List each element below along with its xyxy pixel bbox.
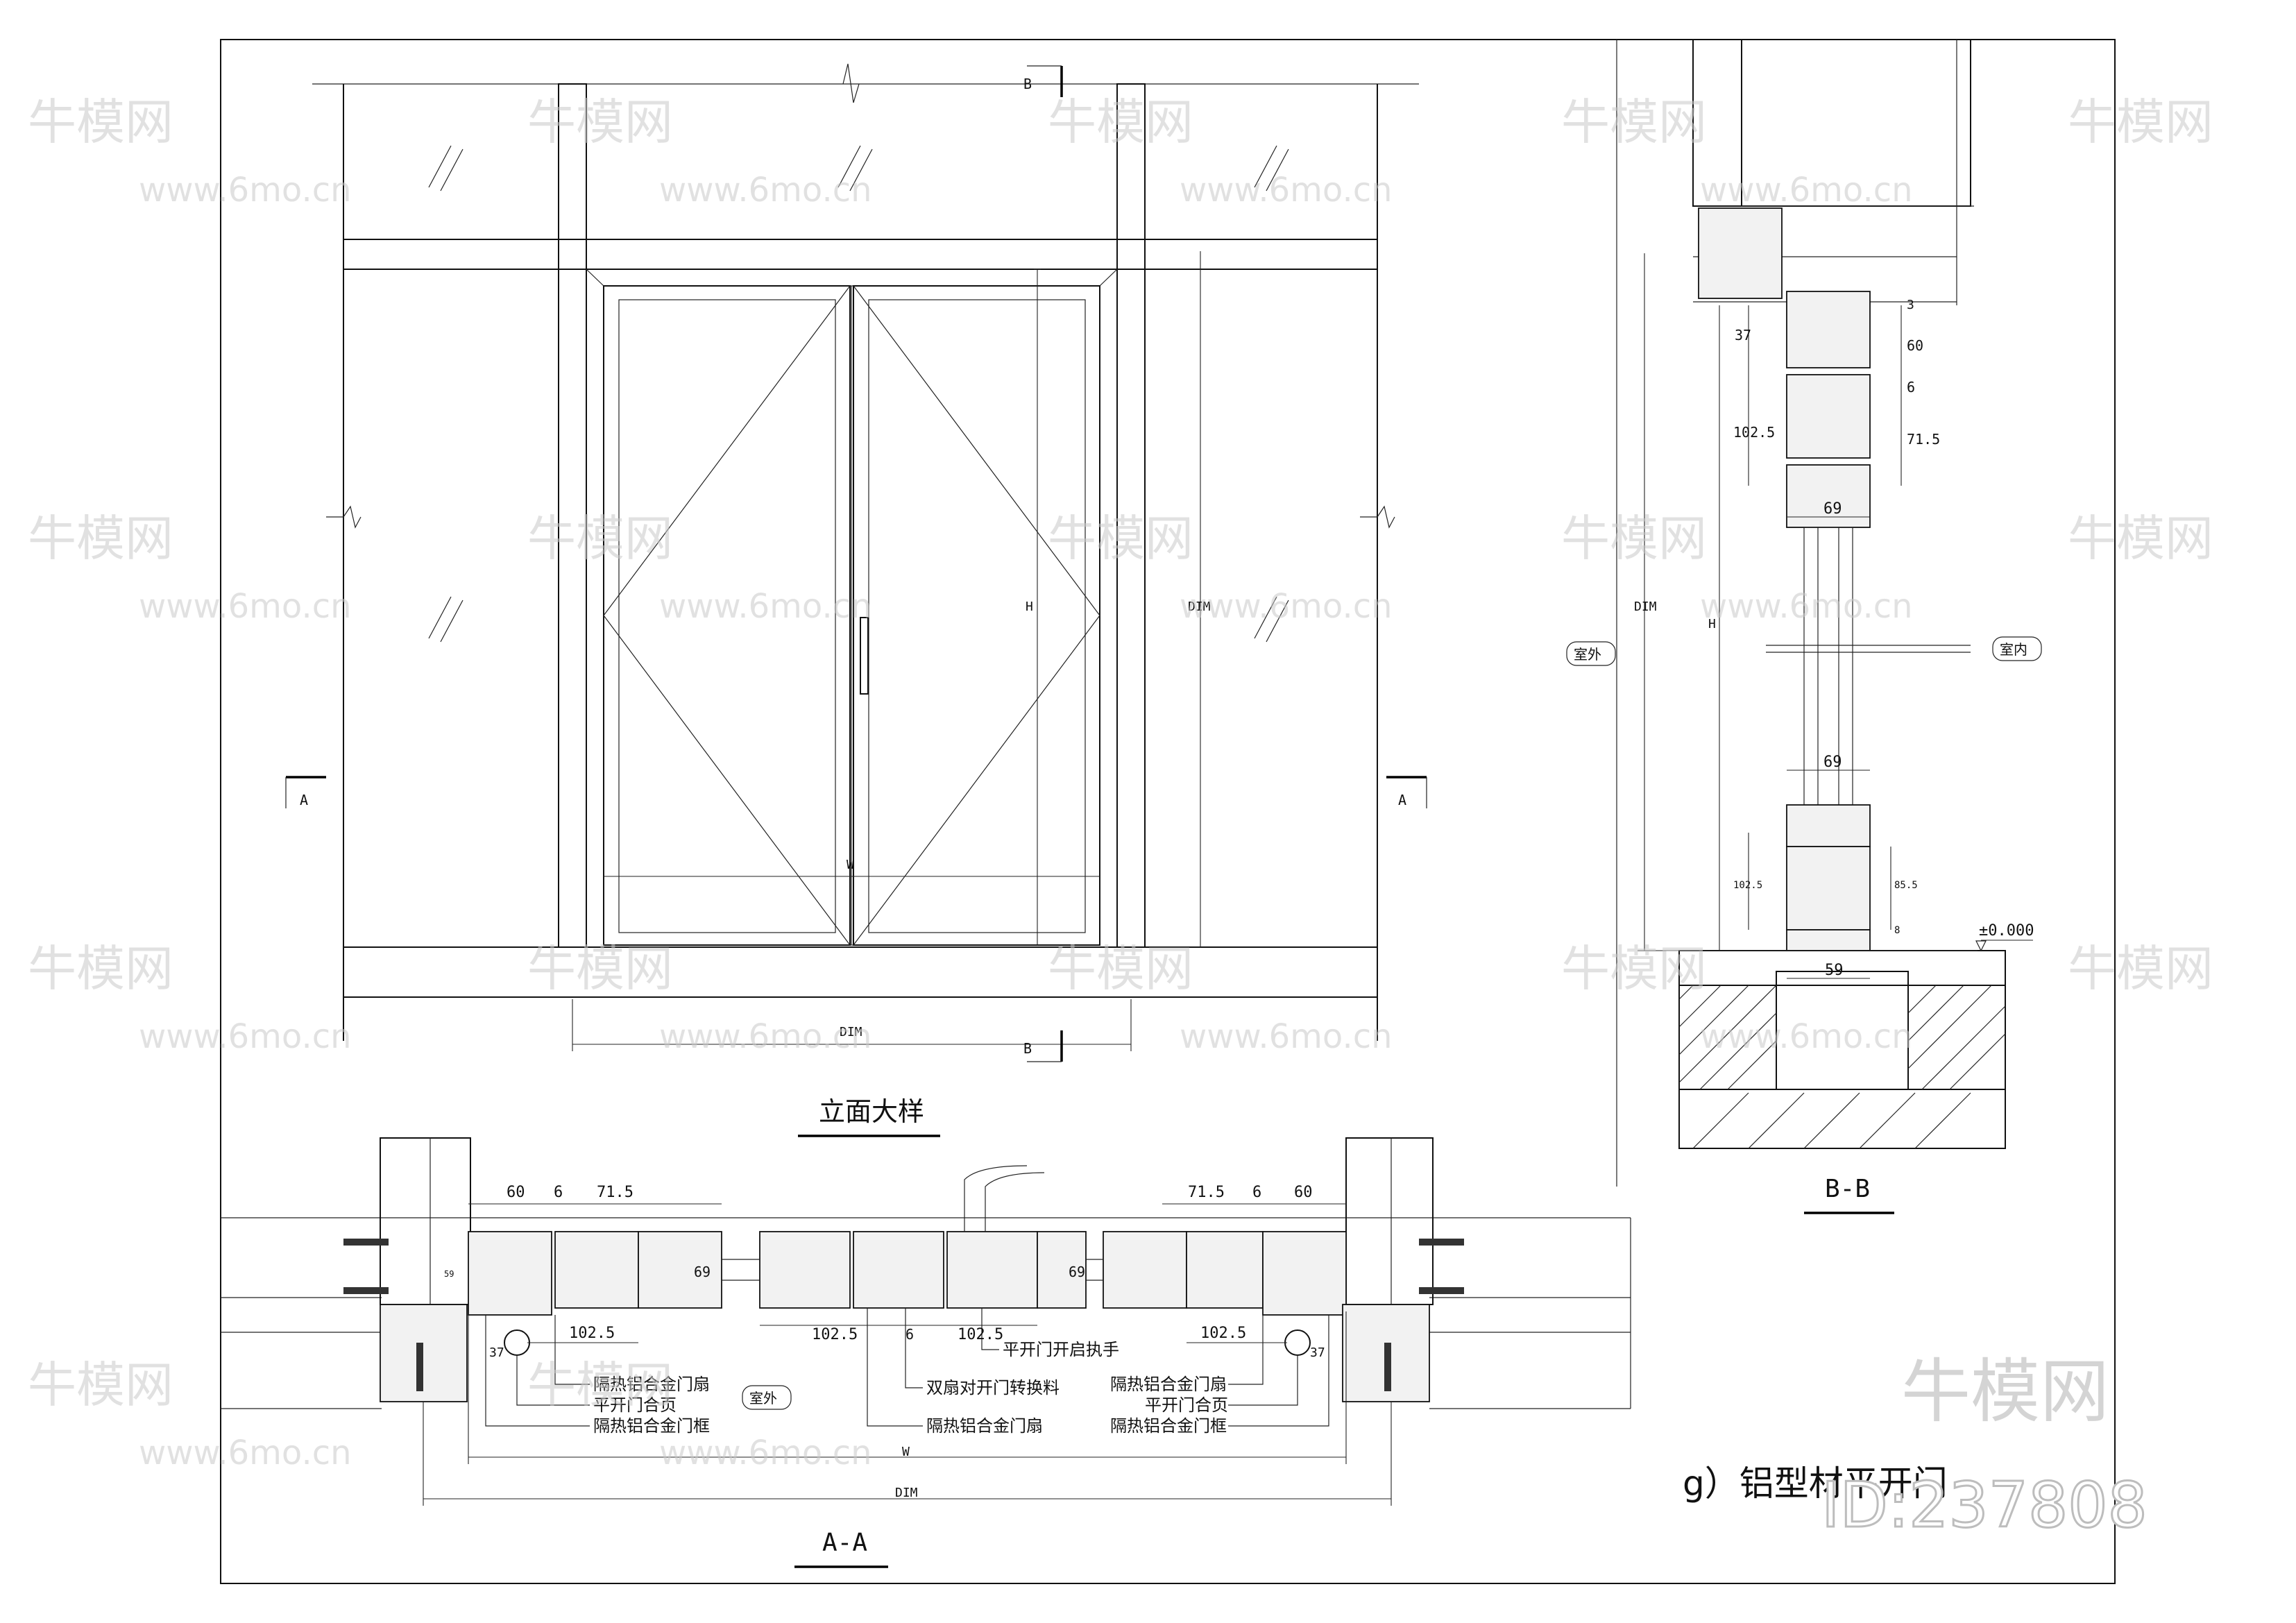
svg-text:www.6mo.cn: www.6mo.cn [1180,1017,1393,1056]
svg-text:牛模网: 牛模网 [28,94,173,151]
watermark-id: ID:237808 [1821,1469,2148,1542]
aa-left-dim-60: 60 [507,1184,525,1201]
aa-left-dim-715: 71.5 [597,1184,633,1201]
aa-callout-left-2: 平开门合页 [593,1395,677,1415]
aa-dim-dim: DIM [895,1486,918,1500]
section-mark-b-top: B [1023,76,1032,92]
aa-callout-right-2: 平开门合页 [1145,1395,1228,1415]
aa-callout-left-3: 隔热铝合金门框 [593,1416,710,1436]
bb-dim-855: 85.5 [1894,880,1918,891]
svg-text:www.6mo.cn: www.6mo.cn [139,1434,352,1472]
aa-outside-badge: 室外 [742,1385,792,1410]
aa-callout-right-1: 隔热铝合金门扇 [1110,1375,1227,1394]
bb-dim-69b: 69 [1823,754,1842,771]
svg-text:牛模网: 牛模网 [2068,510,2213,567]
svg-text:牛模网: 牛模网 [527,940,673,997]
section-mark-a-right: A [1398,792,1406,808]
bb-dim-6: 6 [1907,379,1915,396]
svg-text:牛模网: 牛模网 [2068,94,2213,151]
aa-left-dim-37: 37 [489,1345,504,1360]
aa-callout-mid-1: 平开门开启执手 [1003,1340,1119,1359]
svg-text:www.6mo.cn: www.6mo.cn [1180,587,1393,626]
svg-text:www.6mo.cn: www.6mo.cn [1700,587,1913,626]
svg-text:室外: 室外 [1574,646,1601,663]
watermark-brand-large: 牛模网 [1901,1351,2109,1432]
svg-text:牛模网: 牛模网 [527,510,673,567]
aa-right-dim-6: 6 [1252,1184,1261,1201]
svg-text:牛模网: 牛模网 [28,510,173,567]
aa-callout-left-1: 隔热铝合金门扇 [593,1375,710,1394]
watermark-layer: 牛模网 牛模网 牛模网 牛模网 牛模网 牛模网 牛模网 牛模网 牛模网 牛模网 … [28,94,2213,1472]
bb-dim-59: 59 [1825,962,1844,979]
elevation-label-dim-bottom: DIM [840,1025,862,1039]
elevation-label-dim-right: DIM [1188,600,1211,614]
aa-mid-dim-69: 69 [1069,1264,1085,1280]
svg-text:www.6mo.cn: www.6mo.cn [139,171,352,210]
elevation-label-w: W [847,858,854,872]
aa-mid-dim-6: 6 [905,1326,914,1343]
svg-text:www.6mo.cn: www.6mo.cn [659,587,872,626]
section-mark-b-bottom: B [1023,1040,1032,1057]
svg-text:www.6mo.cn: www.6mo.cn [139,1017,352,1056]
aa-callout-right-3: 隔热铝合金门框 [1110,1416,1227,1436]
bb-dim-60: 60 [1907,337,1923,354]
aa-mid-dim-1025a: 102.5 [812,1326,858,1343]
bb-dim-8: 8 [1894,925,1900,936]
svg-text:牛模网: 牛模网 [1561,940,1707,997]
bb-dim-3: 3 [1907,298,1914,312]
bb-dim-69a: 69 [1823,500,1842,518]
svg-text:www.6mo.cn: www.6mo.cn [1700,1017,1913,1056]
svg-text:牛模网: 牛模网 [527,94,673,151]
svg-text:牛模网: 牛模网 [28,940,173,997]
elevation-label-h: H [1026,600,1033,614]
svg-text:牛模网: 牛模网 [1048,940,1193,997]
bb-outside-badge: 室外 [1566,641,1616,666]
section-aa-view [221,1137,1631,1506]
section-mark-a-left: A [300,792,308,808]
svg-text:牛模网: 牛模网 [1561,510,1707,567]
aa-right-dim-60: 60 [1294,1184,1313,1201]
bb-dim-1025: 102.5 [1733,424,1775,441]
bb-level-mark: ±0.000 [1979,922,2034,940]
bb-dim-37: 37 [1735,327,1751,343]
aa-right-dim-37: 37 [1310,1345,1325,1360]
svg-text:室外: 室外 [749,1390,777,1407]
section-bb-title: B-B [1825,1175,1870,1203]
section-bb-view [1638,39,2033,1149]
aa-dim-w: W [902,1445,910,1459]
aa-callout-mid-3: 隔热铝合金门扇 [926,1416,1043,1436]
svg-text:牛模网: 牛模网 [1048,94,1193,151]
bb-dim-715: 71.5 [1907,431,1940,448]
aa-left-dim-59: 59 [444,1269,454,1279]
drawing-caption: g）铝型材平开门 [1683,1463,1948,1504]
svg-text:www.6mo.cn: www.6mo.cn [1180,171,1393,210]
elevation-view [285,63,1427,1062]
svg-text:牛模网: 牛模网 [1048,510,1193,567]
svg-text:牛模网: 牛模网 [28,1357,173,1413]
aa-left-dim-6: 6 [554,1184,563,1201]
sheet-border [220,39,2116,1584]
aa-left-dim-1025: 102.5 [569,1325,615,1342]
svg-text:www.6mo.cn: www.6mo.cn [659,1017,872,1056]
elevation-title: 立面大样 [819,1096,924,1127]
aa-callout-mid-2: 双扇对开门转换料 [926,1378,1060,1397]
section-aa-title: A-A [822,1529,867,1557]
bb-dim-h: H [1708,617,1716,631]
aa-right-dim-715: 71.5 [1188,1184,1225,1201]
bb-dim-dim: DIM [1634,600,1657,614]
svg-text:www.6mo.cn: www.6mo.cn [139,587,352,626]
bb-dim-1025b: 102.5 [1733,880,1762,891]
aa-right-dim-1025: 102.5 [1200,1325,1246,1342]
svg-text:www.6mo.cn: www.6mo.cn [659,1434,872,1472]
svg-text:牛模网: 牛模网 [2068,940,2213,997]
aa-left-dim-69: 69 [694,1264,711,1280]
svg-text:牛模网: 牛模网 [1561,94,1707,151]
svg-text:牛模网: 牛模网 [527,1357,673,1413]
bb-inside-badge: 室内 [1992,636,2042,661]
svg-text:www.6mo.cn: www.6mo.cn [659,171,872,210]
svg-text:www.6mo.cn: www.6mo.cn [1700,171,1913,210]
aa-mid-dim-1025b: 102.5 [958,1326,1003,1343]
svg-text:室内: 室内 [2000,641,2027,658]
